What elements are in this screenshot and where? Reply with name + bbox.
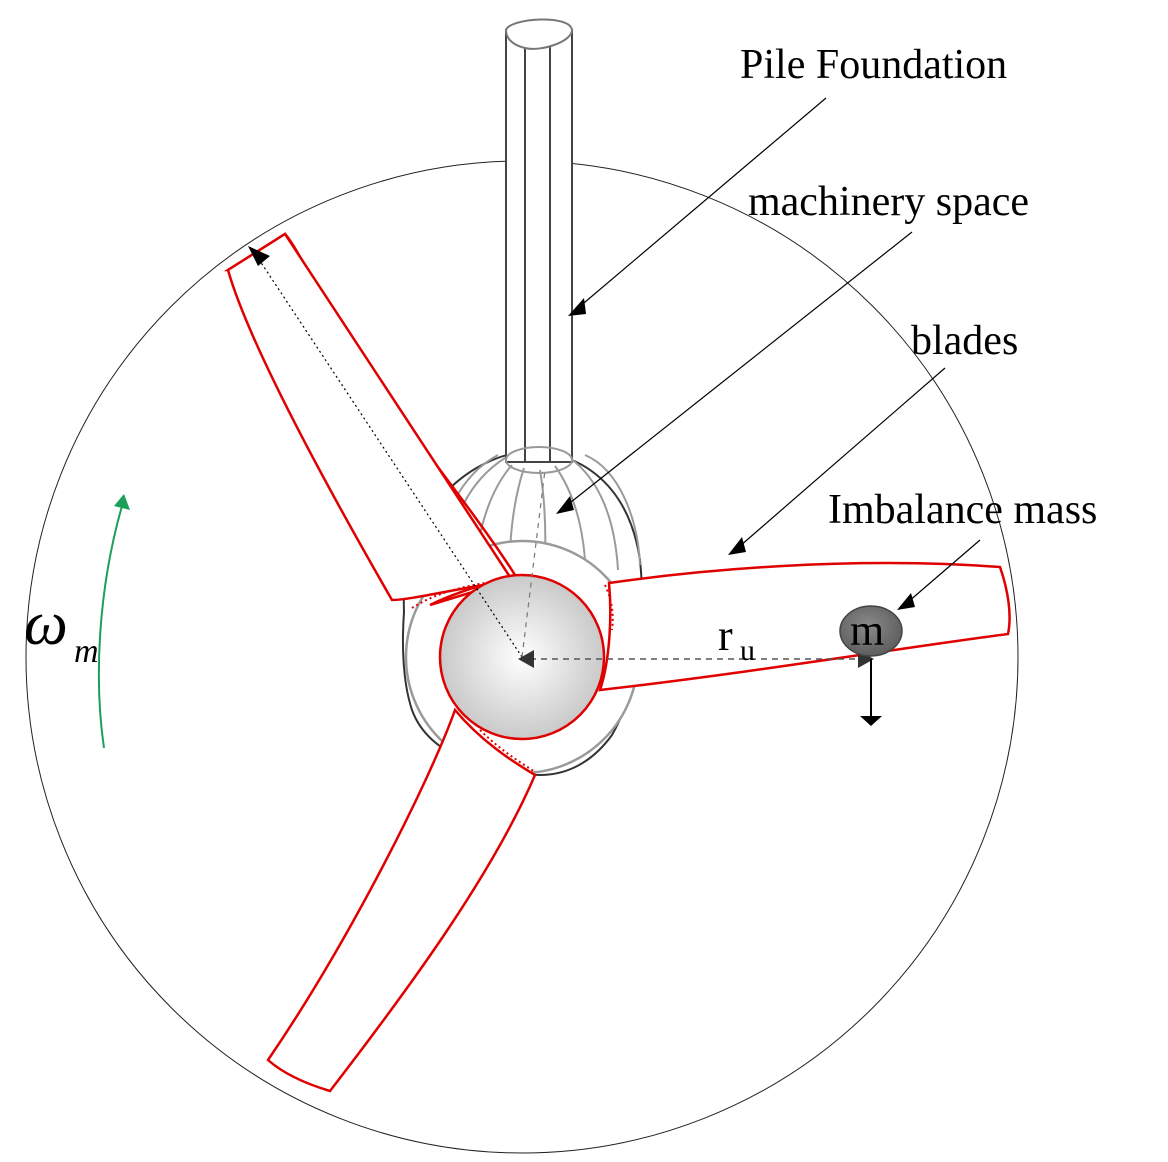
gravity-force-arrow xyxy=(860,659,882,726)
rotation-arrow xyxy=(97,494,130,749)
omega-symbol: ω xyxy=(24,590,68,658)
pile-foundation-shaft xyxy=(504,18,574,474)
blades-label: blades xyxy=(911,318,1018,364)
omega-subscript: m xyxy=(74,633,99,670)
radius-symbol: r xyxy=(718,611,733,660)
mass-symbol: m xyxy=(850,606,884,655)
machinery-axis-line xyxy=(521,469,546,658)
imbalance-mass-label: Imbalance mass xyxy=(828,487,1097,533)
radius-subscript: u xyxy=(740,634,755,667)
pile-foundation-leader xyxy=(568,97,827,316)
machinery-space-leader xyxy=(556,231,913,514)
machinery-space-label: machinery space xyxy=(748,179,1029,225)
blade-upper-left xyxy=(223,232,517,607)
blade-radius-line xyxy=(248,246,523,658)
imbalance-mass xyxy=(839,605,903,657)
imbalance-mass-leader xyxy=(897,539,981,610)
blade-lower-left xyxy=(266,707,537,1093)
blades-leader xyxy=(728,367,946,555)
pile-foundation-label: Pile Foundation xyxy=(740,42,1007,88)
blade-right xyxy=(598,561,1011,692)
blade-root-dotted xyxy=(411,579,513,609)
